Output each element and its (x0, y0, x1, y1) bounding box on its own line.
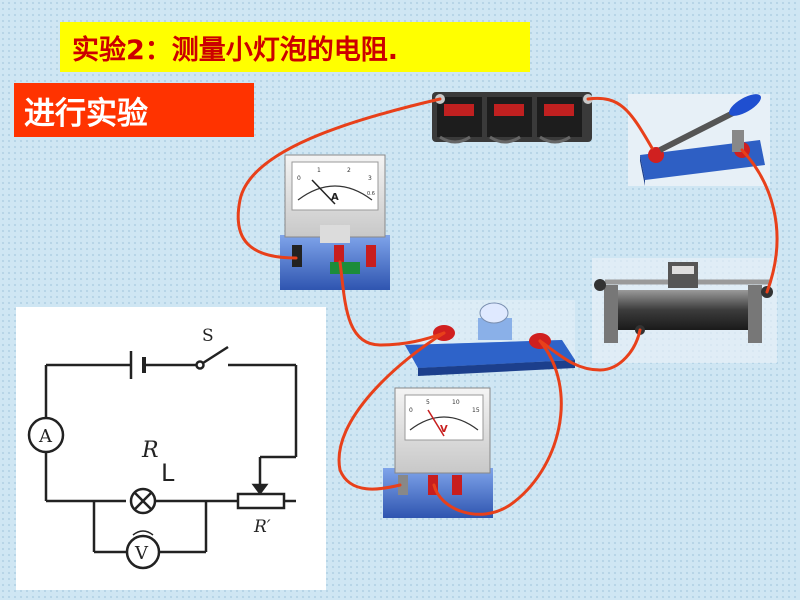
switch-handle (729, 94, 761, 116)
rheostat-coil (610, 290, 760, 330)
ammeter-letter: A (331, 192, 339, 203)
voltmeter-scale-label: 0 (409, 407, 413, 414)
ammeter-scale-label: 2 (347, 167, 351, 174)
wires (236, 96, 779, 516)
section-heading: 进行实验 (24, 95, 148, 132)
ammeter-terminal-negative (292, 245, 302, 267)
wire-battery-ammeter (236, 97, 442, 260)
lamp-holder (405, 300, 575, 376)
circuit-schematic: S A V R L R′ (27, 326, 298, 570)
rheostat-slider (668, 262, 698, 288)
wire-switch-rheostat (740, 148, 779, 294)
rheostat-label: R′ (253, 517, 271, 537)
rheostat-terminal (594, 279, 606, 291)
battery-cell (437, 97, 482, 137)
ammeter: 0 1 2 3 0.6 A (280, 154, 390, 290)
ammeter-scale-label: 0.6 (367, 191, 375, 197)
ammeter-scale-label: 3 (368, 175, 372, 182)
ammeter-terminal-0.6 (334, 245, 344, 267)
switch-label: S (202, 326, 214, 346)
voltmeter-label: V (134, 543, 149, 564)
wire-lamp-voltmeter-positive (432, 339, 563, 516)
battery-pack (432, 92, 593, 144)
ammeter-scale-label: 0 (297, 175, 301, 182)
slide-title: 实验2：测量小灯泡的电阻. (72, 34, 399, 66)
knife-switch (628, 94, 770, 186)
rheostat-symbol (236, 492, 286, 510)
voltmeter-terminal-negative (398, 475, 408, 495)
voltmeter-scale-label: 5 (426, 399, 430, 406)
lamp-resistance-subscript: L (161, 459, 175, 487)
voltmeter-needle (427, 409, 445, 437)
voltmeter-terminal-15 (452, 475, 462, 495)
ammeter-label: A (38, 426, 53, 447)
voltmeter: 0 5 10 15 V (383, 387, 493, 518)
ammeter-terminal-3 (366, 245, 376, 267)
section-banner: 进行实验 (14, 83, 254, 137)
lamp-resistance-label: R (141, 438, 159, 463)
rheostat (592, 258, 777, 363)
battery-cell (487, 97, 532, 137)
switch-symbol (195, 360, 205, 370)
light-bulb (479, 302, 509, 324)
wire-lamp-voltmeter-negative (337, 331, 446, 491)
title-banner: 实验2：测量小灯泡的电阻. (60, 22, 530, 72)
wire-lamp-rheostat (538, 328, 642, 372)
voltmeter-scale-label: 10 (452, 399, 460, 406)
circuit-schematic-panel: S A V R L R′ (16, 307, 326, 590)
ammeter-needle (311, 179, 336, 205)
battery-cell (537, 97, 582, 137)
voltmeter-scale-label: 15 (472, 407, 480, 414)
wire-ammeter-lamp (338, 260, 446, 347)
ammeter-scale-label: 1 (317, 167, 321, 174)
voltmeter-letter: V (440, 424, 448, 435)
wire-battery-switch (586, 96, 654, 150)
